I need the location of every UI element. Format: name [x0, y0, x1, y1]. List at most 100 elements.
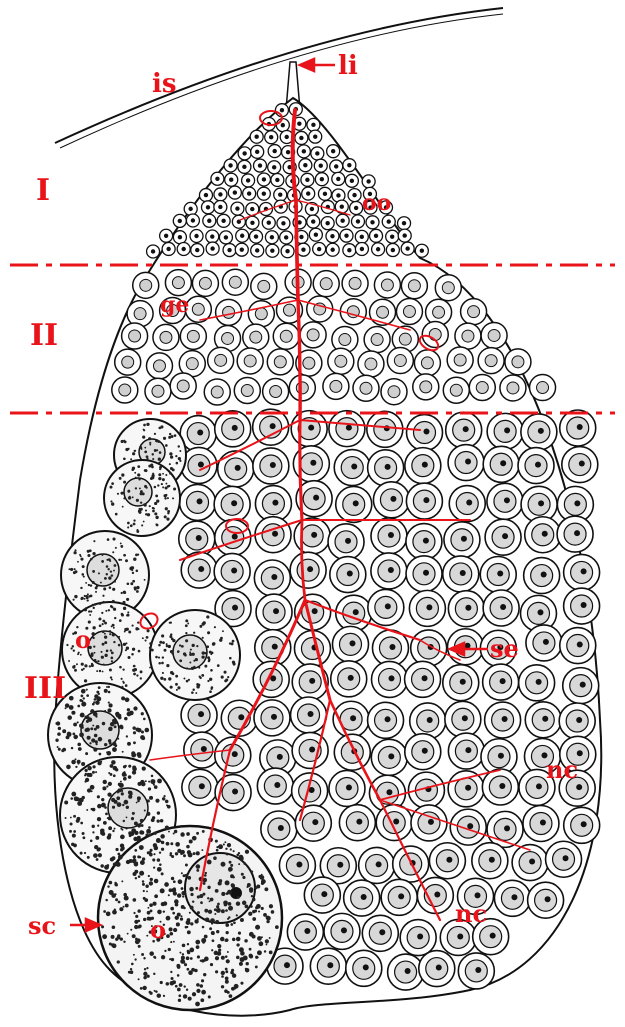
yolk-granule [185, 624, 188, 627]
yolk-granule [230, 848, 232, 850]
yolk-granule [140, 490, 143, 493]
yolk-granule [90, 584, 92, 586]
yolk-granule [148, 465, 151, 468]
yolk-granule [133, 898, 137, 902]
yolk-granule [249, 954, 253, 958]
yolk-granule [255, 925, 260, 930]
yolk-granule [240, 957, 245, 962]
nurse-cell-nucleolus [511, 894, 517, 900]
yolk-granule [108, 558, 111, 561]
yolk-granule [132, 625, 134, 627]
yolk-granule [187, 930, 191, 934]
yolk-granule [88, 610, 90, 612]
yolk-granule [87, 736, 91, 740]
yolk-granule [169, 635, 172, 638]
yolk-granule [134, 472, 136, 474]
yolk-granule [242, 876, 245, 879]
yolk-granule [172, 497, 174, 499]
yolk-granule [185, 632, 187, 634]
oogonium-nucleus [166, 247, 170, 251]
nurse-cell-nucleolus [196, 535, 202, 541]
germ-cell-nucleus [399, 333, 411, 345]
yolk-granule [135, 915, 138, 918]
oogonium-nucleus [366, 179, 370, 183]
yolk-granule [134, 920, 138, 924]
oogonium-nucleus [391, 248, 395, 252]
nurse-cell-nucleolus [538, 428, 544, 434]
yolk-granule [132, 496, 134, 498]
yolk-granule [73, 735, 77, 739]
oogonium-nucleus [285, 249, 289, 253]
yolk-granule [185, 639, 188, 642]
yolk-granule [127, 582, 130, 585]
nurse-cell-nucleolus [498, 753, 504, 759]
yolk-granule [243, 862, 246, 865]
yolk-granule [173, 488, 176, 491]
nurse-cell-nucleolus [504, 497, 510, 503]
yolk-granule [118, 559, 120, 561]
yolk-granule [251, 895, 253, 897]
yolk-granule [144, 450, 147, 453]
yolk-granule [143, 890, 145, 892]
yolk-granule [183, 994, 187, 998]
yolk-granule [70, 822, 73, 825]
yolk-granule [170, 650, 173, 653]
oogonium-nucleus [270, 249, 274, 253]
nurse-cell-nucleolus [576, 717, 582, 723]
oogonium-nucleus [218, 205, 222, 209]
oogonium-nucleus [374, 234, 378, 238]
yolk-granule [249, 948, 252, 951]
yolk-granule [106, 565, 109, 568]
yolk-granule [72, 732, 75, 735]
yolk-granule [174, 434, 177, 437]
yolk-granule [112, 600, 115, 603]
yolk-granule [100, 831, 104, 835]
yolk-granule [136, 674, 138, 676]
yolk-granule [229, 861, 232, 864]
germ-cell-nucleus [250, 331, 262, 343]
yolk-granule [222, 630, 224, 632]
yolk-granule [128, 656, 131, 659]
yolk-granule [201, 849, 203, 851]
yolk-granule [112, 806, 115, 809]
yolk-granule [74, 549, 76, 551]
yolk-granule [143, 972, 147, 976]
yolk-granule [71, 760, 76, 765]
yolk-granule [144, 898, 148, 902]
yolk-granule [216, 908, 221, 913]
yolk-granule [175, 852, 178, 855]
yolk-granule [177, 913, 181, 917]
yolk-granule [137, 800, 140, 803]
yolk-granule [244, 939, 247, 942]
yolk-granule [161, 955, 165, 959]
yolk-granule [84, 664, 87, 667]
yolk-granule [126, 628, 129, 631]
yolk-granule [104, 689, 108, 693]
yolk-granule [103, 821, 107, 825]
nurse-cell-nucleolus [426, 604, 432, 610]
yolk-granule [135, 627, 138, 630]
yolk-granule [221, 892, 225, 896]
yolk-granule [165, 483, 167, 485]
yolk-granule [112, 551, 114, 553]
yolk-granule [75, 758, 77, 760]
germ-cell-nucleus [429, 329, 441, 341]
nurse-cell-nucleolus [313, 495, 319, 501]
yolk-granule [177, 974, 180, 977]
label-o-large: o [150, 915, 166, 944]
oogonium-nucleus [370, 220, 374, 224]
yolk-granule [161, 872, 164, 875]
yolk-granule [103, 601, 105, 603]
yolk-granule [143, 718, 146, 721]
oogonium-nucleus [250, 221, 254, 225]
yolk-granule [93, 748, 97, 752]
yolk-granule [166, 664, 169, 667]
yolk-granule [145, 885, 148, 888]
yolk-granule [123, 906, 125, 908]
yolk-granule [192, 992, 196, 996]
yolk-granule [160, 981, 163, 984]
germ-cell-nucleus [303, 357, 315, 369]
yolk-granule [117, 738, 119, 740]
yolk-granule [126, 615, 128, 617]
yolk-granule [140, 831, 144, 835]
